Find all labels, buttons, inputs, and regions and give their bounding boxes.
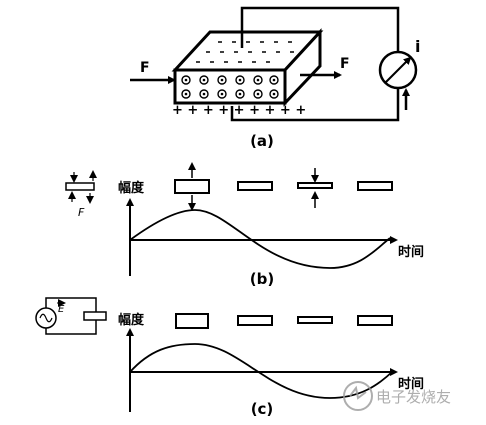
inset-plate-b [65, 182, 95, 191]
inset-plate-c [83, 311, 107, 321]
circuit-wire-bottom [230, 88, 400, 122]
figure-b: F 幅度 时间 (b) [65, 162, 424, 288]
ac-source-wave [39, 313, 53, 323]
xlabel-c: 时间 [398, 376, 424, 392]
force-label-right: F [340, 56, 350, 72]
crystal-side-face [283, 28, 322, 107]
inset-force-label: F [78, 206, 85, 219]
ylabel-b: 幅度 [118, 180, 145, 196]
plate-state-c4 [357, 315, 393, 326]
plate-state-b2 [237, 181, 273, 191]
plate-state-b4 [357, 181, 393, 191]
current-label: i [415, 37, 420, 56]
plate-state-b3 [297, 182, 333, 189]
plate-state-b1 [174, 179, 210, 194]
plate-state-c3 [297, 316, 333, 324]
watermark-logo-icon [343, 381, 373, 411]
caption-a: (a) [250, 132, 274, 150]
plate-state-c2 [237, 315, 273, 326]
caption-b: (b) [250, 270, 274, 288]
ylabel-c: 幅度 [118, 312, 145, 328]
force-label-left: F [140, 60, 150, 76]
crystal-front-face [173, 68, 287, 105]
waveform-c [129, 343, 393, 399]
watermark: 电子发烧友 [343, 381, 451, 411]
circuit-wire-top [240, 6, 400, 52]
positive-charges: + + + + + + + + + [172, 103, 306, 118]
dipole-grid [181, 75, 279, 99]
watermark-text: 电子发烧友 [376, 388, 451, 406]
figure-a: + + + + + + + + + F F i (a) [130, 6, 420, 150]
ammeter-needle [385, 56, 412, 83]
negative-charges [196, 41, 294, 63]
xlabel-b: 时间 [398, 244, 424, 260]
plate-state-c1 [175, 313, 209, 329]
dipole-centers [184, 78, 276, 96]
inset-field-label: E [58, 304, 65, 315]
watermark-logo-mark [349, 385, 367, 400]
caption-c: (c) [251, 400, 274, 418]
waveform-b [129, 209, 391, 269]
figure-c: E 幅度 时间 (c) [35, 297, 424, 418]
